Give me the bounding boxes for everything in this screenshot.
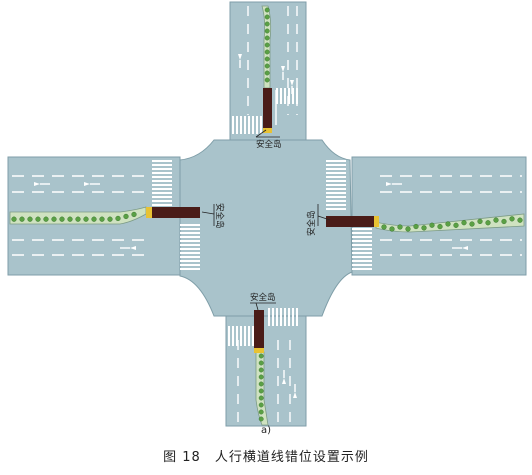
shrub: [501, 218, 507, 225]
shrub: [445, 221, 451, 227]
figure-subcaption: a): [260, 425, 272, 436]
crosswalk-east-upper: [326, 160, 346, 210]
refuge-island-west: [146, 207, 200, 218]
shrub: [485, 220, 491, 226]
shrub: [258, 416, 264, 422]
shrub: [258, 360, 264, 366]
shrub: [264, 70, 270, 76]
shrub: [461, 220, 467, 226]
refuge-island-east: [326, 216, 379, 227]
shrub: [51, 216, 57, 222]
shrub: [264, 77, 270, 83]
shrub: [264, 63, 270, 69]
west-arrows: [34, 182, 136, 250]
south-arrows: [282, 370, 297, 398]
shrub: [264, 49, 270, 55]
figure-caption: 图 18 人行横道线错位设置示例: [163, 450, 369, 465]
shrub: [123, 213, 129, 220]
shrub: [469, 221, 475, 227]
south-lane-markings: [237, 340, 291, 425]
shrub: [83, 216, 89, 222]
shrub: [35, 216, 41, 222]
crosswalk-west-upper: [152, 160, 172, 206]
shrub: [413, 223, 419, 230]
shrub: [493, 217, 499, 223]
crosswalk-north-lower: [232, 116, 264, 134]
shrub: [405, 226, 411, 232]
island-leader-lines: [201, 129, 331, 311]
island-label-east: 安全岛: [306, 210, 317, 236]
shrub: [258, 374, 264, 380]
shrub: [99, 216, 105, 222]
east-arrows: [386, 182, 468, 250]
shrub: [59, 216, 65, 222]
shrub: [264, 42, 270, 48]
shrub: [67, 216, 73, 222]
shrub: [264, 56, 270, 62]
shrub: [27, 216, 33, 222]
shrub: [421, 225, 427, 231]
shrub: [91, 216, 97, 222]
shrub: [437, 224, 443, 230]
shrub: [115, 215, 121, 222]
shrub: [381, 224, 387, 230]
shrub: [264, 28, 270, 34]
refuge-island-south: [254, 310, 264, 353]
shrub: [258, 367, 264, 373]
shrub: [258, 409, 264, 415]
shrub: [107, 216, 113, 222]
shrub: [389, 226, 395, 232]
shrub: [258, 381, 264, 387]
shrub: [517, 217, 523, 223]
junction-area: [179, 139, 353, 317]
west-lane-markings: [12, 175, 150, 256]
north-arrows: [238, 54, 294, 94]
island-label-north: 安全岛: [256, 139, 282, 150]
crosswalk-north-upper: [274, 88, 298, 104]
shrub: [131, 211, 137, 218]
crosswalk-south-lower: [228, 326, 256, 346]
crosswalk-south-upper: [268, 308, 298, 326]
shrub: [258, 402, 264, 408]
shrub: [19, 216, 25, 222]
island-label-west: 安全岛: [214, 203, 225, 229]
east-lane-markings: [380, 175, 522, 256]
shrub: [11, 216, 17, 222]
median-shrubs: [11, 7, 523, 422]
shrub: [264, 21, 270, 27]
shrub: [264, 14, 270, 20]
shrub: [75, 216, 81, 222]
shrub: [43, 216, 49, 222]
island-label-south: 安全岛: [250, 292, 276, 303]
shrub: [429, 222, 435, 228]
shrub: [264, 35, 270, 41]
shrub: [258, 353, 264, 359]
refuge-island-north: [263, 88, 272, 133]
shrub: [264, 7, 270, 13]
shrub: [258, 395, 264, 401]
shrub: [477, 218, 483, 225]
shrub: [397, 224, 403, 230]
crosswalk-east-lower: [352, 224, 372, 272]
shrub: [509, 216, 515, 222]
shrub: [258, 388, 264, 394]
crosswalk-west-lower: [180, 222, 200, 272]
shrub: [453, 222, 459, 228]
